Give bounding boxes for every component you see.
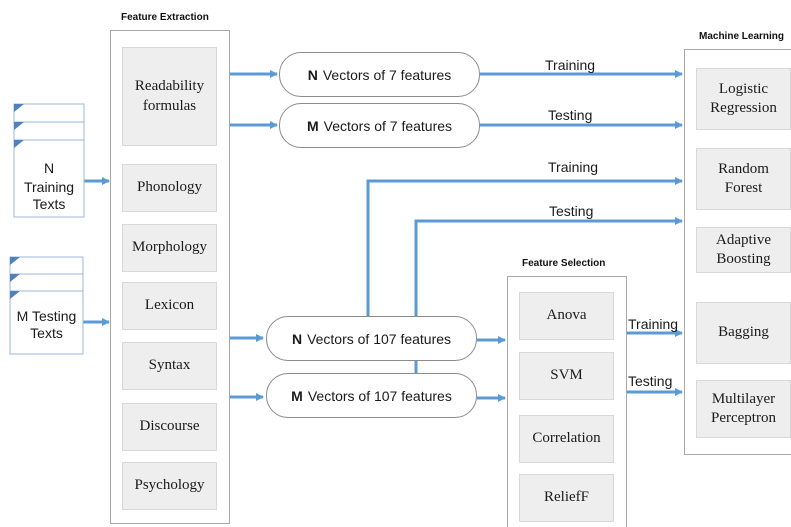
random-forest-box: Random Forest: [696, 148, 791, 210]
discourse-box: Discourse: [122, 403, 217, 451]
m-vectors-7-prefix: M: [306, 117, 319, 134]
anova-box: Anova: [519, 292, 614, 340]
m-vectors-107-prefix: M: [291, 387, 303, 404]
m-vectors-107-text: Vectors of 107 features: [307, 387, 452, 404]
n-vectors-7-prefix: N: [307, 66, 318, 83]
feature-selection-title: Feature Selection: [522, 258, 606, 269]
relieff-box: ReliefF: [519, 474, 614, 522]
testing-texts-document-icon: [9, 256, 84, 355]
logistic-regression-box: Logistic Regression: [696, 68, 791, 130]
flow-label-training-selected: Training: [628, 316, 679, 332]
correlation-box: Correlation: [519, 415, 614, 463]
training-texts-document-icon: [13, 103, 85, 218]
multilayer-perceptron-box: Multilayer Perceptron: [696, 380, 791, 438]
flow-label-training-7: Training: [545, 57, 596, 73]
m-vectors-7-text: Vectors of 7 features: [323, 117, 453, 134]
syntax-box: Syntax: [122, 342, 217, 390]
n-vectors-7-text: Vectors of 7 features: [322, 66, 452, 83]
lexicon-box: Lexicon: [122, 282, 217, 330]
adaptive-boosting-box: Adaptive Boosting: [696, 227, 791, 273]
n-vectors-107-text: Vectors of 107 features: [307, 330, 452, 347]
flow-label-testing-107: Testing: [549, 203, 594, 219]
feature-extraction-title: Feature Extraction: [121, 12, 209, 23]
n-vectors-107-prefix: N: [291, 330, 303, 347]
bagging-box: Bagging: [696, 302, 791, 364]
arrow-n107-training-to-ml: [366, 177, 683, 318]
flow-label-training-107: Training: [548, 159, 599, 175]
psychology-box: Psychology: [122, 462, 217, 510]
svm-box: SVM: [519, 352, 614, 400]
flow-label-testing-7: Testing: [548, 107, 593, 123]
flow-label-testing-selected: Testing: [628, 373, 673, 389]
readability-formulas-box: Readability formulas: [122, 47, 217, 146]
arrow-m107-testing-to-ml: [414, 217, 683, 318]
morphology-box: Morphology: [122, 224, 217, 272]
machine-learning-title: Machine Learning: [699, 31, 785, 42]
phonology-box: Phonology: [122, 164, 217, 212]
training-texts-label: Training Texts: [23, 179, 75, 212]
training-texts-count: N: [43, 160, 55, 176]
testing-texts-label: M Testing Texts: [16, 308, 77, 341]
